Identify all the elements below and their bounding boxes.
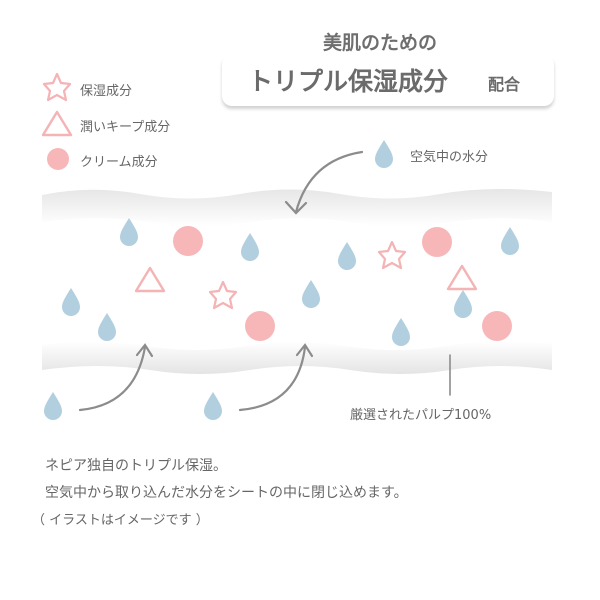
pulp-label: 厳選されたパルプ100% (350, 408, 492, 423)
drop-icon (44, 392, 62, 420)
drop-icon (120, 218, 138, 246)
description-line-1: ネピア独自のトリプル保湿。 (45, 458, 227, 474)
star-icon (208, 280, 238, 310)
drop-icon (62, 288, 80, 316)
disclaimer: （ イラストはイメージです ） (32, 513, 209, 528)
page-title: トリプル保湿成分 (248, 67, 449, 96)
title-suffix: 配合 (488, 75, 521, 94)
triangle-icon (134, 266, 166, 293)
description-line-2: 空気中から取り込んだ水分をシートの中に閉じ込めます。 (45, 485, 408, 501)
arrow-head (135, 343, 154, 358)
subtitle: 美肌のための (322, 32, 437, 54)
circle-icon (173, 226, 203, 256)
drop-icon (302, 280, 320, 308)
drop-icon (392, 318, 410, 346)
drop-icon (338, 242, 356, 270)
legend-label-moisturizing: 保湿成分 (80, 84, 133, 99)
triangle-icon (41, 110, 73, 137)
title-box (222, 54, 554, 106)
drop-icon (98, 313, 116, 341)
arrow-up-icon (78, 345, 147, 412)
water-drops (44, 140, 519, 420)
legend-label-cream: クリーム成分 (80, 155, 158, 170)
triangle-icon (446, 264, 478, 291)
circle-icon (482, 311, 512, 341)
drop-icon (454, 290, 472, 318)
legend-label-retention: 潤いキープ成分 (80, 120, 171, 135)
drop-icon (375, 140, 393, 168)
arrow-head (295, 343, 314, 358)
pulp-sheet (42, 188, 552, 374)
drop-icon (204, 392, 222, 420)
circle-icon (245, 311, 275, 341)
drop-icon (241, 233, 259, 261)
star-icon (377, 240, 407, 270)
star-icon (42, 72, 72, 102)
arrows (78, 150, 451, 412)
air-moisture-label: 空気中の水分 (410, 150, 489, 165)
arrow-up-icon (238, 345, 307, 412)
arrow-down-icon (294, 150, 364, 214)
circle-icon (47, 148, 69, 170)
drop-icon (501, 227, 519, 255)
arrow-head (284, 200, 308, 215)
cream-circles (173, 226, 512, 341)
circle-icon (422, 227, 452, 257)
